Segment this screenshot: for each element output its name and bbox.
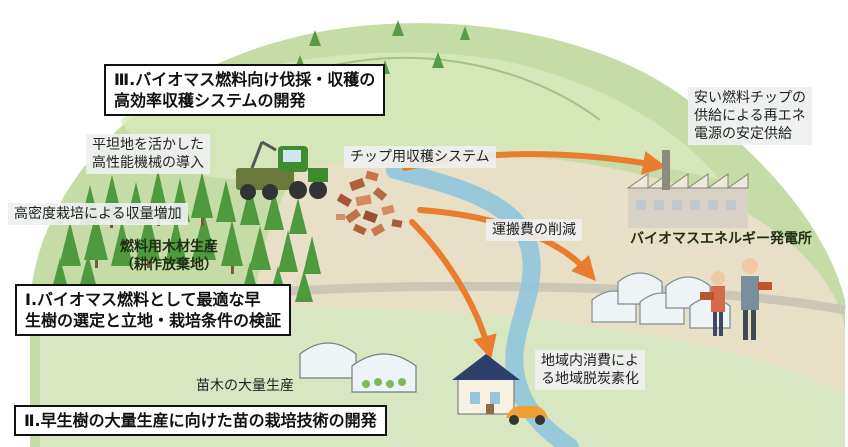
cheap-fuel-line3: 電源の安定供給	[694, 126, 792, 142]
car	[506, 406, 548, 425]
arrow-to-house	[409, 219, 497, 360]
flat-land-line1: 平坦地を活かした	[92, 137, 204, 153]
farmers	[700, 258, 772, 340]
high-density-label: 高密度栽培による収量増加	[8, 203, 188, 225]
fuel-wood-line1: 燃料用木材生産	[120, 239, 218, 255]
section1-title-line1: Ⅰ.バイオマス燃料として最適な早	[25, 290, 261, 309]
seedlings	[362, 378, 406, 388]
fuel-wood-line2: （耕作放棄地）	[120, 257, 218, 273]
fuel-wood-label: 燃料用木材生産 （耕作放棄地）	[120, 238, 218, 274]
wood-chips	[336, 170, 403, 237]
section1-title-box: Ⅰ.バイオマス燃料として最適な早 生樹の選定と立地・栽培条件の検証	[15, 284, 292, 336]
flat-land-line2: 高性能機械の導入	[92, 155, 204, 171]
harvester-machine	[236, 140, 328, 200]
cheap-fuel-label: 安い燃料チップの 供給による再エネ 電源の安定供給	[688, 87, 812, 145]
flat-land-label: 平坦地を活かした 高性能機械の導入	[86, 134, 210, 174]
cheap-fuel-line1: 安い燃料チップの	[694, 90, 806, 106]
seedling-production-label: 苗木の大量生産	[196, 378, 294, 394]
section3-title-line1: Ⅲ.バイオマス燃料向け伐採・収穫の	[114, 70, 376, 89]
transport-cost-label: 運搬費の削減	[486, 219, 582, 241]
power-plant-label: バイオマスエネルギー発電所	[630, 231, 812, 247]
greenhouses-right	[591, 272, 731, 329]
section3-title-box: Ⅲ.バイオマス燃料向け伐採・収穫の 高効率収穫システムの開発	[104, 64, 386, 116]
power-plant-building	[626, 150, 749, 228]
local-consumption-line2: る地域脱炭素化	[541, 371, 639, 387]
section1-title-line2: 生樹の選定と立地・栽培条件の検証	[25, 311, 282, 330]
section3-title-line2: 高効率収穫システムの開発	[114, 91, 306, 110]
chip-system-label: チップ用収穫システム	[344, 146, 496, 168]
house-with-solar	[452, 354, 520, 415]
local-consumption-label: 地域内消費によ る地域脱炭素化	[535, 350, 645, 390]
section2-title: Ⅱ.早生樹の大量生産に向けた苗の栽培技術の開発	[24, 411, 377, 430]
local-consumption-line1: 地域内消費によ	[541, 353, 639, 369]
cheap-fuel-line2: 供給による再エネ	[694, 108, 806, 124]
section2-title-box: Ⅱ.早生樹の大量生産に向けた苗の栽培技術の開発	[14, 405, 387, 436]
